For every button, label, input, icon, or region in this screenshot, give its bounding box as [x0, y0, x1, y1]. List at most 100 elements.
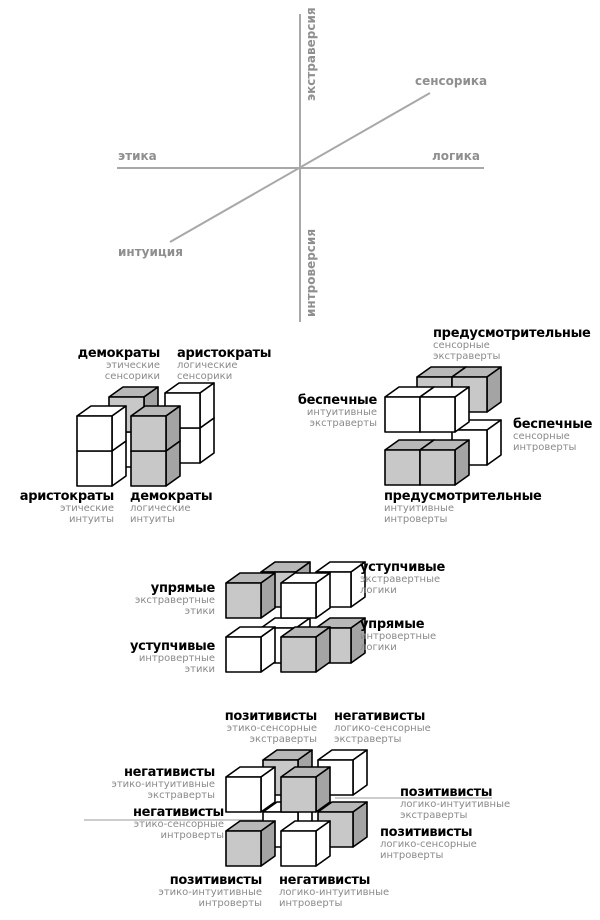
cube-front-face: [225, 636, 262, 673]
label-sub: логические: [177, 360, 238, 371]
g4-label-negativists-ei-extraverts: негативисты этико-интуитивные экстраверт…: [111, 766, 215, 801]
label-sub: этики: [184, 606, 215, 617]
cube-white: [225, 626, 276, 673]
cube-front-face: [280, 830, 317, 867]
label-sub: этико-сенсорные: [133, 819, 224, 830]
label-title: позитивисты: [400, 785, 493, 800]
g4-label-positivists-li-extraverts: позитивисты логико-интуитивные экстравер…: [400, 786, 510, 821]
g3-label-obstinate-introvert-logics: упрямые интровертные логики: [360, 618, 436, 653]
label-sub: интроверты: [384, 514, 448, 525]
label-title: аристократы: [19, 489, 115, 504]
cube-front-face: [384, 449, 421, 486]
cube-white: [315, 561, 366, 608]
axis-label-sensing: сенсорика: [415, 74, 488, 88]
label-sub: этико-сенсорные: [226, 723, 317, 734]
cube-front-face: [130, 415, 167, 452]
g4-label-negativists-es-introverts: негативисты этико-сенсорные интроверты: [133, 806, 224, 841]
label-sub: логико-интуитивные: [400, 799, 511, 810]
label-title: уступчивые: [360, 560, 446, 575]
cube-front-face: [280, 776, 317, 813]
label-sub: экстравертные: [360, 574, 441, 585]
cube-front-face: [76, 450, 113, 487]
cube-white: [419, 386, 470, 433]
cube-front-face: [280, 582, 317, 619]
g4-label-positivists-es-extraverts: позитивисты этико-сенсорные экстраверты: [224, 709, 318, 745]
cube-white: [225, 766, 276, 813]
g3-label-yielding-introvert-ethics: уступчивые интровертные этики: [130, 640, 215, 675]
axis-label-introversion: интроверсия: [304, 228, 318, 317]
label-title: демократы: [130, 489, 213, 504]
cube-front-face: [280, 636, 317, 673]
label-title: упрямые: [150, 581, 216, 596]
label-sub: интроверты: [279, 898, 343, 909]
label-title: предусмотрительные: [384, 489, 542, 504]
label-sub: логико-интуитивные: [279, 887, 390, 898]
g1-label-aristocrats-logical-sensing: аристократы логические сенсорики: [177, 346, 272, 382]
label-sub: сенсорики: [177, 371, 233, 382]
label-title: позитивисты: [380, 825, 473, 840]
label-sub: сенсорные: [513, 431, 570, 442]
g1-label-democrats-ethical-sensing: демократы этические сенсорики: [77, 346, 161, 382]
axes-lines: [117, 14, 484, 322]
cube-gray: [280, 626, 331, 673]
axis-label-extraversion: экстраверсия: [304, 7, 318, 101]
label-sub: интровертные: [360, 631, 437, 642]
label-sub: этико-интуитивные: [158, 887, 262, 898]
g2-label-prudent-sensing-extraverts: предусмотрительные сенсорные экстраверты: [433, 327, 591, 362]
label-title: беспечные: [513, 417, 593, 432]
cube-front-face: [384, 396, 421, 433]
label-sub: интроверты: [160, 830, 224, 841]
label-title: предусмотрительные: [433, 326, 591, 341]
label-sub: интуитивные: [306, 407, 377, 418]
cube-gray: [419, 439, 470, 486]
label-title: негативисты: [132, 805, 224, 820]
g4-label-negativists-li-introverts: негативисты логико-интуитивные интроверт…: [279, 874, 389, 909]
cube-front-face: [225, 776, 262, 813]
cube-front-face: [76, 415, 113, 452]
label-sub: экстраверты: [147, 790, 215, 801]
label-title: аристократы: [177, 346, 272, 361]
label-sub: интуиты: [130, 514, 175, 525]
g4-label-positivists-ei-introverts: позитивисты этико-интуитивные интроверты: [158, 874, 262, 909]
label-sub: экстраверты: [249, 734, 317, 745]
g1-label-aristocrats-ethical-intuitive: аристократы этические интуиты: [19, 489, 115, 525]
label-sub: логики: [360, 642, 397, 653]
label-sub: экстраверты: [334, 734, 402, 745]
g1-label-democrats-logical-intuitive: демократы логические интуиты: [130, 489, 213, 525]
label-sub: экстраверты: [433, 351, 501, 362]
label-sub: этики: [184, 664, 215, 675]
label-sub: интроверты: [380, 850, 444, 861]
cube-gray: [130, 405, 181, 452]
label-sub: интроверты: [198, 898, 262, 909]
label-sub: логические: [130, 503, 191, 514]
cube-front-face: [419, 449, 456, 486]
g2-label-carefree-sensing-introverts: беспечные сенсорные интроверты: [513, 418, 592, 453]
label-sub: интуитивные: [384, 503, 455, 514]
label-title: позитивисты: [169, 873, 263, 888]
label-sub: логики: [360, 585, 397, 596]
cube-gray: [225, 820, 276, 867]
cube-gray: [280, 766, 331, 813]
diagonal-axis-line: [169, 92, 431, 243]
cube-front-face: [225, 830, 262, 867]
label-sub: интроверты: [513, 442, 577, 453]
label-sub: интуиты: [69, 514, 114, 525]
g3-label-yielding-extravert-logics: уступчивые экстравертные логики: [360, 561, 445, 596]
cube-front-face: [419, 396, 456, 433]
g2-label-prudent-intuitive-introverts: предусмотрительные интуитивные интроверт…: [384, 490, 542, 525]
label-title: негативисты: [279, 873, 371, 888]
g4-label-positivists-ls-introverts: позитивисты логико-сенсорные интроверты: [380, 826, 477, 861]
label-title: демократы: [77, 346, 161, 361]
label-title: позитивисты: [224, 709, 318, 724]
label-sub: логико-сенсорные: [334, 723, 431, 734]
label-title: упрямые: [360, 617, 425, 632]
label-title: негативисты: [334, 709, 426, 724]
g2-label-carefree-intuitive-extraverts: беспечные интуитивные экстраверты: [298, 394, 377, 429]
g4-label-negativists-ls-extraverts: негативисты логико-сенсорные экстраверты: [334, 710, 431, 745]
cube-gray: [225, 572, 276, 619]
label-sub: сенсорики: [104, 371, 160, 382]
reference-lines: [84, 797, 492, 821]
label-sub: этические: [105, 360, 160, 371]
axis-label-logic: логика: [432, 149, 480, 163]
